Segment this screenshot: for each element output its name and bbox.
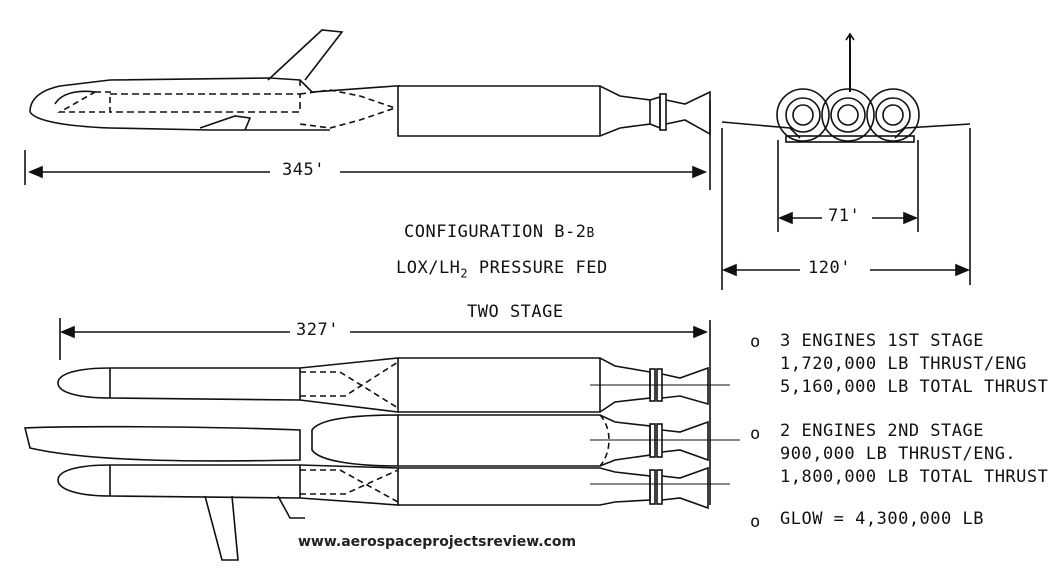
dimension-327 [59, 318, 711, 505]
orbiter-belly [29, 111, 330, 131]
propellant-sub: 2 [460, 266, 469, 281]
spec-bullet-3: o [750, 512, 761, 532]
stack-orbiter-middle [23, 414, 740, 467]
dimension-label-120: 120' [808, 258, 851, 278]
spec-line: 3 ENGINES 1ST STAGE [780, 331, 984, 351]
dimension-120 [721, 128, 971, 290]
spec-line: 1,800,000 LB TOTAL THRUST [780, 467, 1049, 487]
propellant-pre: LOX/LH [396, 258, 461, 278]
spec-block-3: GLOW = 4,300,000 LB [780, 508, 984, 531]
booster-tank [397, 85, 651, 137]
spec-line: 5,160,000 LB TOTAL THRUST [780, 377, 1049, 397]
side-view-vehicle [29, 29, 711, 137]
spec-line: 1,720,000 LB THRUST/ENG [780, 354, 1027, 374]
dimension-label-71: 71' [828, 206, 861, 226]
dimension-label-345: 345' [282, 160, 325, 180]
dimension-label-327: 327' [296, 320, 339, 340]
spec-line: 900,000 LB THRUST/ENG. [780, 444, 1017, 464]
config-title: CONFIGURATION B-2B [404, 222, 595, 242]
website-watermark: www.aerospaceprojectsreview.com [298, 534, 577, 550]
spec-line: 2 ENGINES 2ND STAGE [780, 421, 984, 441]
spec-line: GLOW = 4,300,000 LB [780, 509, 984, 529]
tail-fin [267, 29, 344, 81]
spec-bullet-1: o [750, 332, 761, 352]
stack-booster-lower [57, 464, 730, 561]
dimension-71 [777, 140, 919, 232]
spec-block-1: 3 ENGINES 1ST STAGE 1,720,000 LB THRUST/… [780, 330, 1048, 399]
dimension-345 [24, 100, 711, 190]
spec-block-2: 2 ENGINES 2ND STAGE 900,000 LB THRUST/EN… [780, 420, 1048, 489]
stage-title: TWO STAGE [467, 302, 564, 322]
spec-bullet-2: o [750, 424, 761, 444]
config-title-suffix: B [586, 226, 595, 241]
propellant-post: PRESSURE FED [468, 258, 608, 278]
stack-booster-upper [57, 357, 730, 413]
config-title-main: CONFIGURATION B-2 [404, 222, 587, 242]
propellant-title: LOX/LH2 PRESSURE FED [396, 258, 608, 280]
rear-view [721, 32, 971, 143]
orbiter-outline [29, 77, 400, 113]
